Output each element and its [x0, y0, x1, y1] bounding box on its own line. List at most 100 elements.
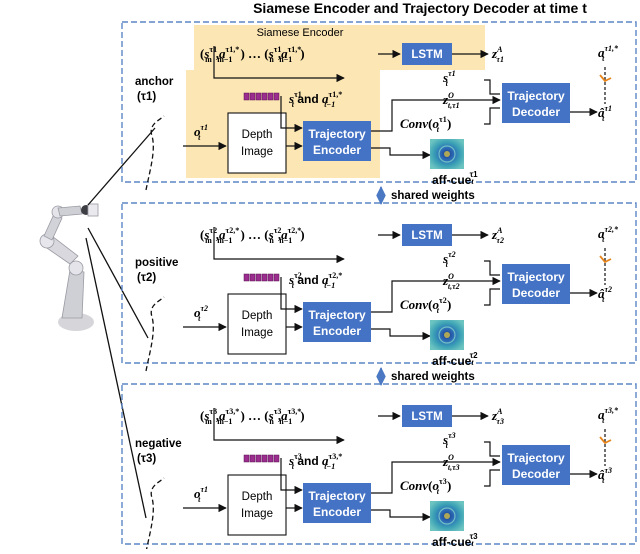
line-encoder-upper — [371, 280, 440, 313]
state-action-stack — [243, 92, 280, 101]
depth-image-box — [227, 112, 287, 174]
panel-tau-label: (τ1) — [137, 91, 156, 103]
lstm-block — [402, 405, 452, 427]
shared-weights-label-1: shared weights — [391, 190, 475, 202]
trajectory-curve — [145, 115, 165, 191]
depth-image-label-2: Image — [241, 508, 273, 520]
arrow-stack-to-encoder — [280, 277, 303, 314]
arrow-bracket-top — [213, 227, 345, 264]
shared-weights-connector-2: shared weights — [376, 367, 475, 386]
trajectory-decoder-label-2: Decoder — [512, 105, 560, 119]
trajectory-encoder-label-2: Encoder — [313, 143, 361, 157]
arrow-encoder-to-heatmap — [371, 509, 431, 522]
gripper-icon — [599, 436, 612, 445]
trajectory-encoder-label: Trajectory — [308, 308, 366, 322]
line-conv-to-decoder — [484, 288, 500, 306]
line-state-to-decoder — [484, 79, 500, 95]
panel-role-label: anchor — [135, 76, 174, 88]
trajectory-curve — [145, 296, 165, 372]
lstm-block — [402, 224, 452, 246]
arrow-bracket-top — [213, 46, 345, 83]
trajectory-encoder-block — [303, 302, 371, 342]
depth-image-label: Depth — [242, 129, 273, 141]
trajectory-encoder-block — [303, 121, 371, 161]
state-action-stack — [243, 273, 280, 282]
arrow-encoder-to-heatmap — [371, 147, 431, 160]
depth-image-label-2: Image — [241, 146, 273, 158]
trajectory-encoder-label: Trajectory — [308, 489, 366, 503]
arrow-stack-to-encoder — [280, 96, 303, 133]
line-conv-to-decoder — [484, 107, 500, 125]
ground-truth-action-label: aτ2,*t — [598, 225, 619, 244]
lstm-block — [402, 43, 452, 65]
trajectory-decoder-label-2: Decoder — [512, 467, 560, 481]
trajectory-decoder-label: Trajectory — [507, 89, 565, 103]
trajectory-decoder-label-2: Decoder — [512, 286, 560, 300]
depth-image-label-2: Image — [241, 327, 273, 339]
affordance-heatmap — [430, 139, 464, 169]
arrow-bracket-top — [213, 408, 345, 445]
panel-role-label: negative — [135, 438, 182, 450]
depth-image-label: Depth — [242, 491, 273, 503]
lstm-label: LSTM — [411, 411, 442, 423]
line-encoder-upper — [371, 461, 440, 494]
trajectory-decoder-block — [502, 445, 570, 485]
trajectory-encoder-label-2: Encoder — [313, 324, 361, 338]
lstm-label: LSTM — [411, 230, 442, 242]
shared-weights-label-2: shared weights — [391, 371, 475, 383]
ground-truth-action-label: aτ1,*t — [598, 44, 619, 63]
affordance-heatmap — [430, 501, 464, 531]
trajectory-decoder-label: Trajectory — [507, 451, 565, 465]
arrow-encoder-to-heatmap — [371, 328, 431, 341]
trajectory-encoder-label: Trajectory — [308, 127, 366, 141]
trajectory-decoder-block — [502, 264, 570, 304]
panel-tau-label: (τ2) — [137, 272, 156, 284]
lstm-label: LSTM — [411, 49, 442, 61]
panel-frame — [121, 21, 637, 183]
affordance-cue-label: aff-cuetτ3 — [432, 532, 478, 549]
shared-weights-connector-1: shared weights — [376, 186, 475, 205]
trajectory-encoder-block — [303, 483, 371, 523]
robot-arm-illustration — [39, 203, 99, 331]
arrow-stack-to-encoder — [280, 458, 303, 495]
line-state-to-decoder — [484, 260, 500, 276]
depth-image-label: Depth — [242, 310, 273, 322]
gripper-icon — [599, 255, 612, 264]
gripper-icon — [599, 74, 612, 83]
affordance-cue-label: aff-cuetτ2 — [432, 351, 478, 368]
panel-role-label: positive — [135, 257, 178, 269]
panel-tau-label: (τ3) — [137, 453, 156, 465]
line-state-to-decoder — [484, 441, 500, 457]
depth-image-box — [227, 474, 287, 536]
trajectory-decoder-block — [502, 83, 570, 123]
depth-image-box — [227, 293, 287, 355]
